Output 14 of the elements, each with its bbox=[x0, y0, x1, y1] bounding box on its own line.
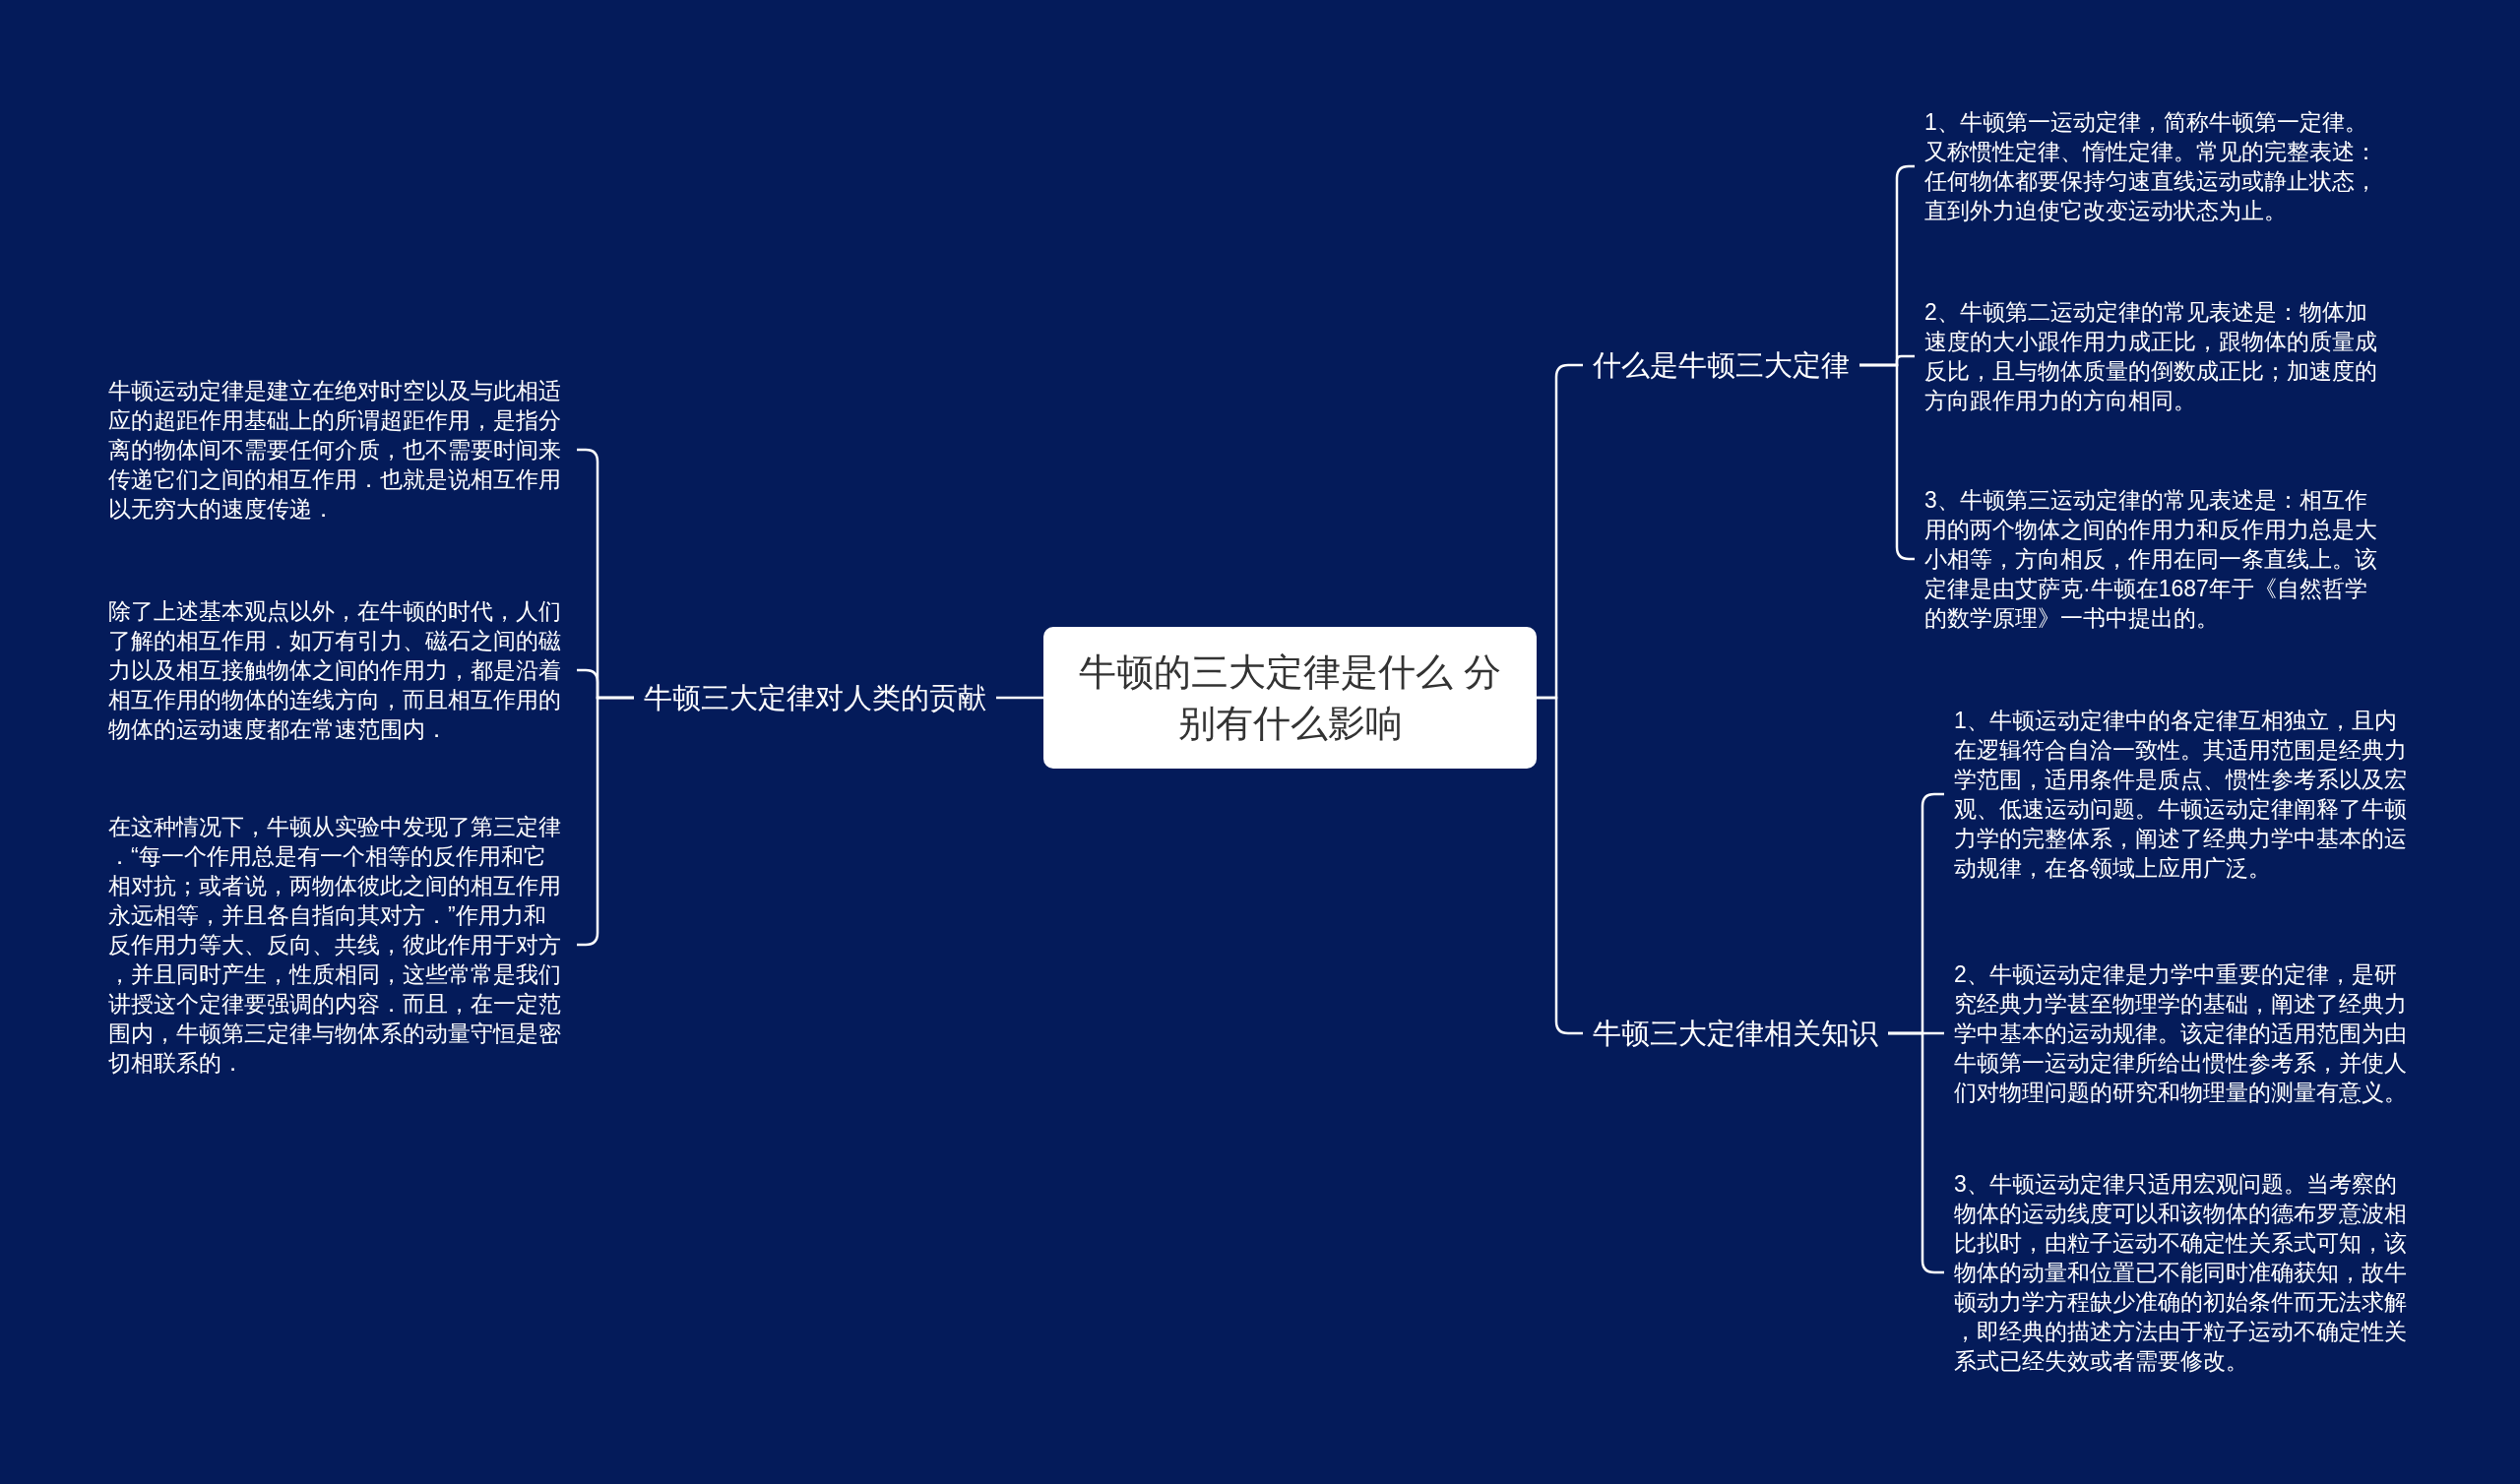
note-text: 3、牛顿运动定律只适用宏观问题。当考察的物体的运动线度可以和该物体的德布罗意波相比拟时，由粒子运动不确定性关系式可知，该物体的动量和位置已不能同时准确获知，故牛顿动力学方程缺少准确的初始条件而无法求解，即经典的描述方法由于粒子运动不确定性关系式已经失效或者需要修改。 bbox=[1944, 1169, 2423, 1376]
note-text: 除了上述基本观点以外，在牛顿的时代，人们了解的相互作用．如万有引力、磁石之间的磁力以及相互接触物体之间的作用力，都是沿着相互作用的物体的连线方向，而且相互作用的物体的运动速度都在常速范围内． bbox=[98, 596, 577, 744]
note-text: 在这种情况下，牛顿从实验中发现了第三定律．“每一个作用总是有一个相等的反作用和它相对抗；或者说，两物体彼此之间的相互作用永远相等，并且各自指向其对方．”作用力和反作用力等大、反向、共线，彼此作用于对方，并且同时产生，性质相同，这些常常是我们讲授这个定律要强调的内容．而且，在一定范围内，牛顿第三定律与物体系的动量守恒是密切相联系的． bbox=[98, 812, 577, 1078]
note-text: 3、牛顿第三运动定律的常见表述是：相互作用的两个物体之间的作用力和反作用力总是大小相等，方向相反，作用在同一条直线上。该定律是由艾萨克·牛顿在1687年于《自然哲学的数学原理》一书中提出的。 bbox=[1915, 485, 2393, 633]
topic-box: 牛顿的三大定律是什么 分别有什么影响 bbox=[1043, 627, 1537, 769]
branch-label: 牛顿三大定律对人类的贡献 bbox=[634, 675, 996, 720]
connector-line bbox=[996, 696, 1043, 700]
note-text: 1、牛顿运动定律中的各定律互相独立，且内在逻辑符合自洽一致性。其适用范围是经典力学范围，适用条件是质点、惯性参考系以及宏观、低速运动问题。牛顿运动定律阐释了牛顿力学的完整体系，阐述了经典力学中基本的运动规律，在各领域上应用广泛。 bbox=[1944, 706, 2423, 883]
branch-label: 什么是牛顿三大定律 bbox=[1583, 342, 1859, 388]
note-text: 2、牛顿运动定律是力学中重要的定律，是研究经典力学甚至物理学的基础，阐述了经典力学中基本的运动规律。该定律的适用范围为由牛顿第一运动定律所给出惯性参考系，并使人们对物理问题的研究和物理量的测量有意义。 bbox=[1944, 959, 2423, 1107]
branch-label: 牛顿三大定律相关知识 bbox=[1583, 1011, 1888, 1056]
note-text: 2、牛顿第二运动定律的常见表述是：物体加速度的大小跟作用力成正比，跟物体的质量成反比，且与物体质量的倒数成正比；加速度的方向跟作用力的方向相同。 bbox=[1915, 297, 2393, 415]
note-text: 牛顿运动定律是建立在绝对时空以及与此相适应的超距作用基础上的所谓超距作用，是指分离的物体间不需要任何介质，也不需要时间来传递它们之间的相互作用．也就是说相互作用以无穷大的速度传递． bbox=[98, 376, 577, 524]
note-text: 1、牛顿第一运动定律，简称牛顿第一定律。又称惯性定律、惰性定律。常见的完整表述：任何物体都要保持匀速直线运动或静止状态，直到外力迫使它改变运动状态为止。 bbox=[1915, 107, 2393, 225]
